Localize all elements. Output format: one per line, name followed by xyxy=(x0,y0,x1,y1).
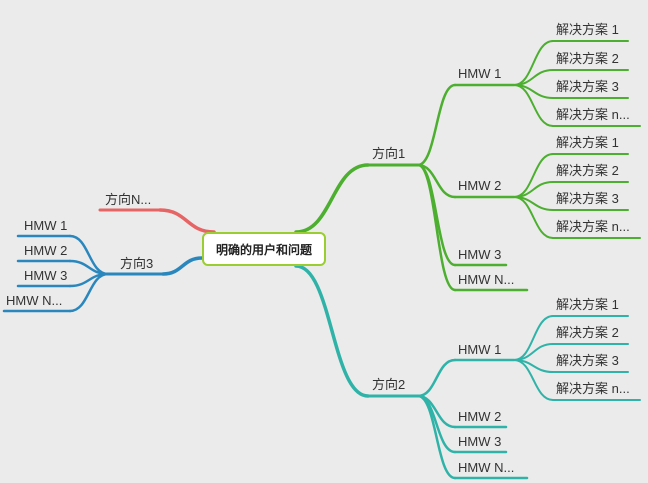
root-to-direction-3-link xyxy=(161,256,204,276)
direction-3-hmw-1-label[interactable]: HMW 1 xyxy=(24,218,68,233)
branch-direction-3-label[interactable]: 方向3 xyxy=(120,256,154,271)
direction-2-hmw-1-solution-link-1 xyxy=(513,315,554,361)
direction-1-hmw-2-solution-1[interactable]: 解决方案 1 xyxy=(556,135,619,150)
direction-1-to-hmw-1-link xyxy=(416,83,457,167)
direction-1-to-hmw-n-link xyxy=(416,163,457,292)
direction-1-hmw-1-solution-link-4 xyxy=(513,84,554,127)
direction-3-hmw-n-label[interactable]: HMW N... xyxy=(6,293,63,308)
direction-1-hmw-2-solution-2[interactable]: 解决方案 2 xyxy=(556,163,619,178)
root-to-direction-n-link xyxy=(158,208,216,234)
root-to-direction-1-link xyxy=(294,163,370,234)
branch-direction-2-label[interactable]: 方向2 xyxy=(372,377,406,392)
branch-direction-n-label[interactable]: 方向N... xyxy=(105,192,152,207)
direction-2-to-hmw-1-link xyxy=(416,358,457,398)
direction-2-hmw-2-label[interactable]: HMW 2 xyxy=(458,409,502,424)
direction-2-hmw-1-solution-2[interactable]: 解决方案 2 xyxy=(556,325,619,340)
direction-2-hmw-3-label[interactable]: HMW 3 xyxy=(458,434,502,449)
direction-1-hmw-n-label[interactable]: HMW N... xyxy=(458,272,515,287)
direction-1-hmw-2-solution-n[interactable]: 解决方案 n... xyxy=(556,219,630,234)
direction-1-hmw-3-label[interactable]: HMW 3 xyxy=(458,247,502,262)
direction-2-to-hmw-n-link xyxy=(416,394,457,480)
direction-3-hmw-3-label[interactable]: HMW 3 xyxy=(24,268,68,283)
direction-1-hmw-1-solution-2[interactable]: 解决方案 2 xyxy=(556,51,619,66)
direction-2-to-hmw-3-link xyxy=(416,394,457,454)
root-node-label: 明确的用户和问题 xyxy=(215,242,312,257)
direction-1-hmw-1-solution-1[interactable]: 解决方案 1 xyxy=(556,22,619,37)
direction-2-hmw-n-label[interactable]: HMW N... xyxy=(458,460,515,475)
direction-1-hmw-2-solution-3[interactable]: 解决方案 3 xyxy=(556,191,619,206)
direction-1-hmw-1-solution-3[interactable]: 解决方案 3 xyxy=(556,79,619,94)
root-node[interactable]: 明确的用户和问题 xyxy=(202,232,326,266)
direction-2-hmw-1-solution-3[interactable]: 解决方案 3 xyxy=(556,353,619,368)
direction-2-hmw-1-solution-link-4 xyxy=(513,359,554,401)
direction-2-hmw-1-solution-n[interactable]: 解决方案 n... xyxy=(556,381,630,396)
direction-1-hmw-1-solution-n[interactable]: 解决方案 n... xyxy=(556,107,630,122)
direction-2-hmw-1-label[interactable]: HMW 1 xyxy=(458,342,502,357)
branch-direction-1-label[interactable]: 方向1 xyxy=(372,146,406,161)
direction-2-hmw-1-solution-1[interactable]: 解决方案 1 xyxy=(556,297,619,312)
direction-1-hmw-1-label[interactable]: HMW 1 xyxy=(458,66,502,81)
direction-1-hmw-2-solution-link-4 xyxy=(513,196,554,239)
root-to-direction-2-link xyxy=(294,264,370,398)
direction-1-hmw-2-label[interactable]: HMW 2 xyxy=(458,178,502,193)
direction-3-hmw-2-label[interactable]: HMW 2 xyxy=(24,243,68,258)
direction-3-to-hmw-link-4 xyxy=(68,272,110,313)
